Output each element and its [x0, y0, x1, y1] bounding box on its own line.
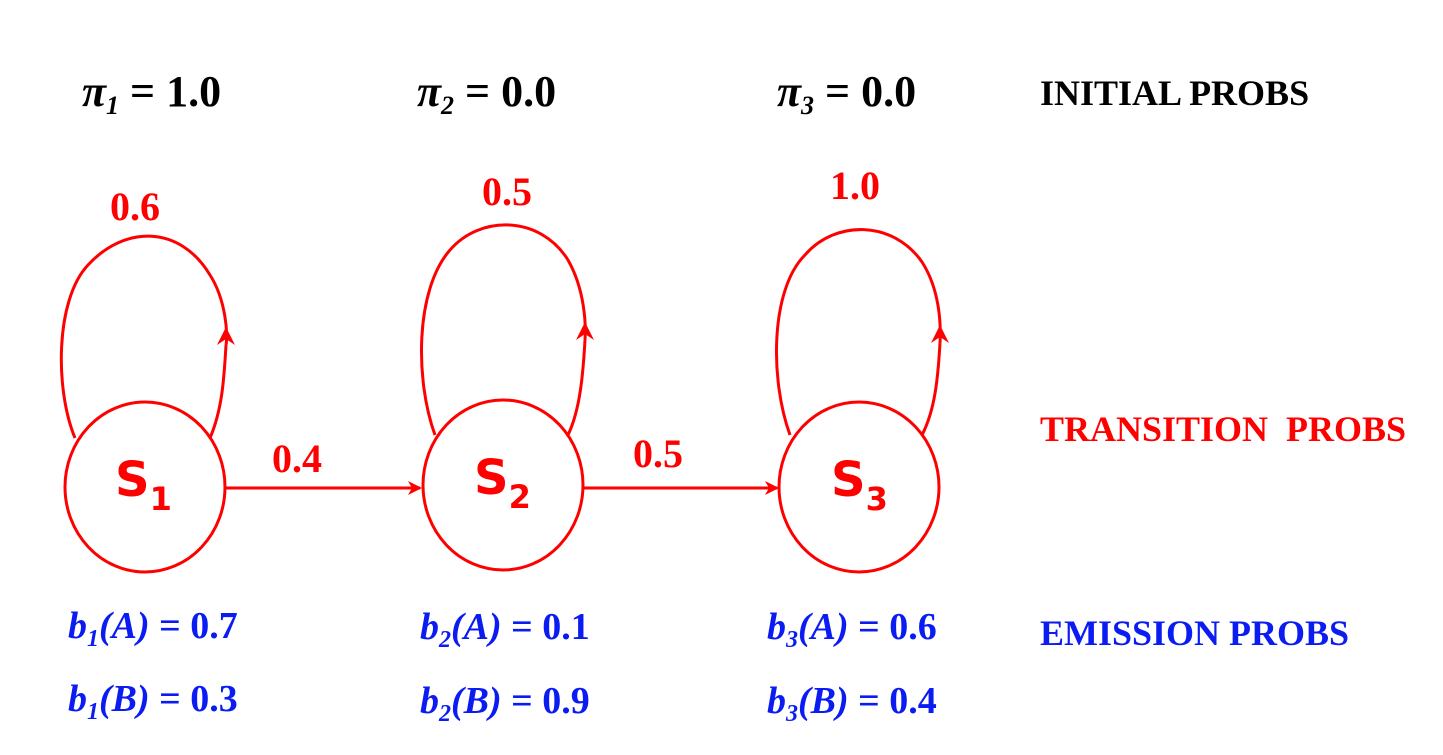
self-loop-prob-s2: 0.5 — [482, 169, 532, 214]
emission-s3-b-sub: 3 — [786, 701, 798, 727]
state-label-s1: S1 — [115, 452, 172, 518]
label-emission-probs: EMISSION PROBS — [1040, 613, 1350, 653]
state-letter-2: S — [474, 450, 509, 506]
transition-prob-s2-s3: 0.5 — [633, 431, 683, 476]
emission-s2-a-sym: (A) — [451, 606, 502, 648]
emission-s2-a: b2(A) = 0.1 — [420, 606, 590, 653]
pi-symbol-2: π — [417, 67, 442, 116]
initial-value-3: = 0.0 — [814, 67, 917, 116]
initial-value-1: = 1.0 — [119, 67, 222, 116]
emission-s3-a-sub: 3 — [786, 627, 798, 653]
initial-prob-3: π3 = 0.0 — [777, 66, 916, 121]
pi-sub-1: 1 — [106, 91, 120, 120]
transition-prob-s1-s2: 0.4 — [272, 436, 322, 481]
state-sub-1: 1 — [149, 480, 172, 518]
emission-s1-a-val: = 0.7 — [149, 605, 238, 647]
emission-s2-a-sub: 2 — [439, 627, 451, 653]
emission-s3-a: b3(A) = 0.6 — [767, 606, 937, 653]
emission-s3-a-sym: (A) — [798, 606, 849, 648]
state-label-s3: S3 — [831, 452, 888, 518]
pi-symbol-3: π — [777, 67, 802, 116]
state-sub-2: 2 — [508, 478, 531, 516]
self-loop-s2-arrowhead — [576, 322, 594, 340]
self-loop-s3-arrowhead — [931, 325, 949, 343]
pi-sub-2: 2 — [441, 91, 455, 120]
pi-sub-3: 3 — [801, 91, 815, 120]
emission-s3-a-val: = 0.6 — [848, 606, 937, 648]
label-initial-probs: INITIAL PROBS — [1040, 73, 1310, 113]
state-circle-s2 — [421, 398, 585, 572]
self-loop-s1-tail — [208, 344, 228, 439]
state-label-s2: S2 — [474, 450, 531, 516]
initial-value-2: = 0.0 — [454, 67, 557, 116]
emission-s1-a: b1(A) = 0.7 — [68, 605, 238, 652]
state-sub-3: 3 — [865, 480, 888, 518]
emission-s2-b-sub: 2 — [439, 701, 451, 727]
emission-s2-b: b2(B) = 0.9 — [420, 680, 590, 727]
self-loop-s1 — [59, 234, 229, 439]
emission-s2-a-val: = 0.1 — [501, 606, 590, 648]
self-loop-s2 — [420, 223, 587, 436]
emission-s1-b-val: = 0.3 — [149, 678, 238, 720]
self-loop-prob-s3: 1.0 — [830, 163, 880, 208]
emission-s1-a-sub: 1 — [87, 626, 99, 652]
emission-s2-b-sym: (B) — [451, 680, 502, 722]
self-loop-s3 — [775, 228, 942, 436]
state-circle-s3 — [777, 400, 941, 574]
self-loop-s1-arrowhead — [217, 327, 235, 345]
initial-prob-2: π2 = 0.0 — [417, 66, 556, 121]
emission-s1-a-sym: (A) — [99, 605, 150, 647]
emission-s1-b-sym: (B) — [99, 678, 150, 720]
emission-s3-b-val: = 0.4 — [848, 680, 937, 722]
label-transition-probs: TRANSITION PROBS — [1040, 409, 1407, 449]
emission-s3-b-sym: (B) — [798, 680, 849, 722]
emission-s1-b-sub: 1 — [87, 699, 99, 725]
state-letter-3: S — [831, 452, 866, 508]
self-loop-s3-tail — [920, 342, 942, 436]
emission-s2-b-val: = 0.9 — [501, 680, 590, 722]
emission-s1-b: b1(B) = 0.3 — [68, 678, 238, 725]
self-loop-s2-tail — [566, 339, 587, 436]
self-loop-prob-s1: 0.6 — [110, 184, 160, 229]
state-letter-1: S — [115, 452, 150, 508]
emission-s3-b: b3(B) = 0.4 — [767, 680, 937, 727]
initial-prob-1: π1 = 1.0 — [82, 66, 221, 121]
pi-symbol-1: π — [82, 67, 107, 116]
